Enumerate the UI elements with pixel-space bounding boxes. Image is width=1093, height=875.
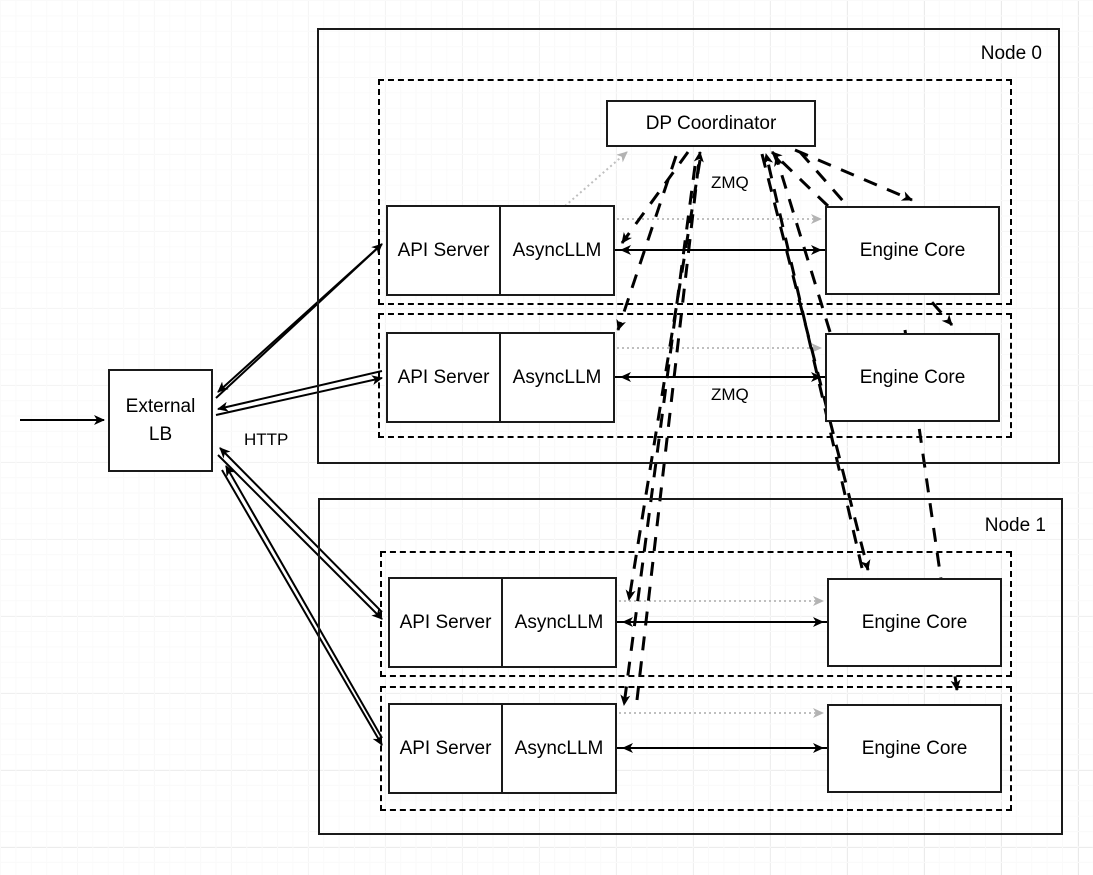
- node-0-rank-1-api-box[interactable]: API Server AsyncLLM: [386, 332, 615, 423]
- edge-n0r1-core-to-coordinator: [774, 155, 832, 333]
- edge-coordinator-to-n0r1-async: [616, 155, 678, 331]
- async-llm-label: AsyncLLM: [514, 737, 604, 759]
- node-0-rank-0-api-server[interactable]: API Server: [388, 207, 501, 294]
- edge-n0r0-core-to-coordinator: [770, 150, 830, 208]
- edge-n0r0-to-lb: [217, 243, 383, 393]
- api-server-label: API Server: [397, 239, 490, 261]
- engine-core-label: Engine Core: [859, 366, 966, 388]
- async-llm-label: AsyncLLM: [512, 239, 602, 261]
- external-lb-label-line2: LB: [148, 423, 173, 445]
- api-server-label: API Server: [397, 366, 490, 388]
- http-label: HTTP: [244, 430, 289, 449]
- node-1-rank-0-group: [380, 551, 1012, 677]
- node-1-rank-0-api-server[interactable]: API Server: [390, 579, 503, 666]
- api-server-label: API Server: [399, 611, 492, 633]
- node-1-rank-1-api-box[interactable]: API Server AsyncLLM: [388, 703, 617, 794]
- edge-lb-to-n0r1: [215, 375, 383, 416]
- edge-lb-to-n1r1: [221, 469, 383, 746]
- node-1-rank-0-api-box[interactable]: API Server AsyncLLM: [388, 577, 617, 668]
- node-1-rank-1-group: [380, 686, 1012, 811]
- engine-core-label: Engine Core: [859, 239, 966, 261]
- node-1-rank-1-api-server[interactable]: API Server: [390, 705, 503, 792]
- async-llm-label: AsyncLLM: [514, 611, 604, 633]
- node-0-rank-1-api-server[interactable]: API Server: [388, 334, 501, 421]
- node-1-rank-0-engine-core[interactable]: Engine Core: [827, 578, 1002, 667]
- node-0-label: Node 0: [980, 43, 1042, 64]
- node-0-rank-1-engine-core[interactable]: Engine Core: [825, 333, 1000, 422]
- edge-coordinator-to-n0r0-async: [620, 151, 690, 244]
- engine-core-label: Engine Core: [861, 737, 968, 759]
- edge-coordinator-to-n0r1-core: [798, 151, 954, 326]
- async-llm-label: AsyncLLM: [512, 366, 602, 388]
- dp-coordinator-label: DP Coordinator: [645, 112, 777, 134]
- edge-n1r1-core-to-coordinator: [635, 151, 704, 701]
- node-1-rank-0-async-llm[interactable]: AsyncLLM: [503, 579, 615, 666]
- node-group-0: [317, 28, 1060, 464]
- external-lb-label-line1: External: [125, 395, 196, 417]
- zmq-label-coordinator: ZMQ: [711, 173, 749, 192]
- dp-coordinator-box[interactable]: DP Coordinator: [606, 100, 816, 147]
- edge-coordinator-to-n1r1-async: [620, 165, 697, 706]
- edge-n0r1-to-lb: [217, 370, 383, 412]
- node-0-rank-0-group: [378, 79, 1012, 305]
- node-0-rank-0-api-box[interactable]: API Server AsyncLLM: [386, 205, 615, 296]
- edge-lb-to-n1r0: [217, 454, 383, 620]
- node-1-rank-1-engine-core[interactable]: Engine Core: [827, 704, 1002, 793]
- node-1-rank-1-async-llm[interactable]: AsyncLLM: [503, 705, 615, 792]
- edge-coordinator-to-n0r0-core: [794, 148, 913, 202]
- edge-n0r0-async-to-coordinator-dotted: [564, 151, 628, 207]
- node-0-rank-0-engine-core[interactable]: Engine Core: [825, 206, 1000, 295]
- node-group-1: [318, 498, 1063, 835]
- engine-core-label: Engine Core: [861, 611, 968, 633]
- api-server-label: API Server: [399, 737, 492, 759]
- zmq-label-rank-1: ZMQ: [711, 385, 749, 404]
- edge-n1r1-to-lb: [225, 465, 383, 739]
- node-0-rank-0-async-llm[interactable]: AsyncLLM: [501, 207, 613, 294]
- edge-n1r0-to-lb: [219, 447, 383, 613]
- edge-coordinator-to-n1r0-core: [760, 153, 871, 571]
- node-0-rank-1-group: [378, 313, 1012, 438]
- node-1-label: Node 1: [984, 515, 1046, 536]
- node-0-rank-1-async-llm[interactable]: AsyncLLM: [501, 334, 613, 421]
- external-lb-box[interactable]: External LB: [108, 369, 213, 472]
